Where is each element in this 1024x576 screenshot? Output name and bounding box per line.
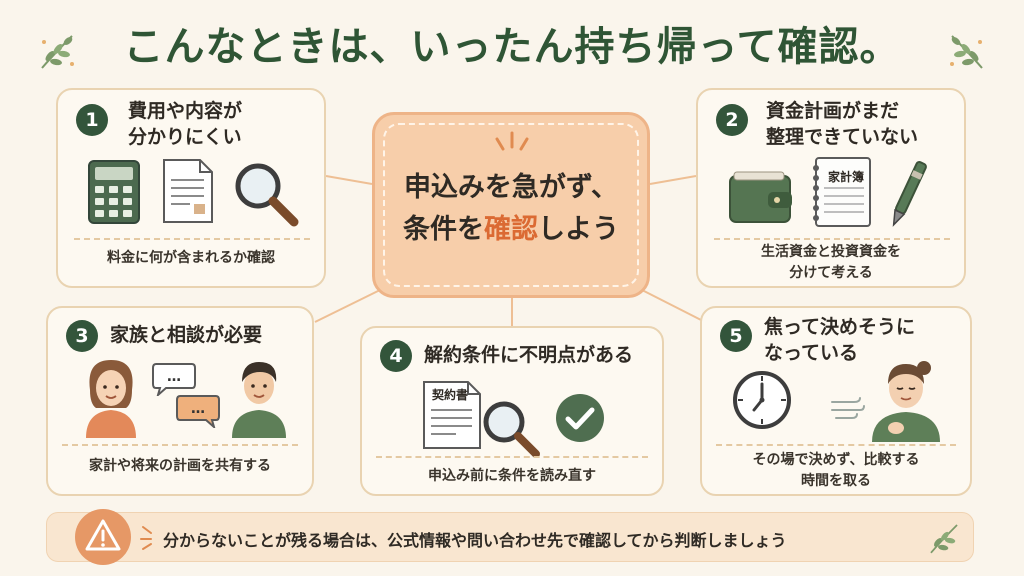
svg-text:…: …	[167, 369, 181, 385]
notebook-label: 家計簿	[828, 170, 865, 184]
leaf-sprig-icon	[41, 35, 74, 69]
card-title: 費用や内容が 分かりにくい	[128, 100, 243, 148]
clock-icon	[733, 371, 791, 429]
bottom-banner: 分からないことが残る場合は、公式情報や問い合わせ先で確認してから判断しましょう	[46, 509, 974, 565]
wind-icon	[831, 397, 865, 419]
check-circle-icon	[556, 394, 604, 442]
chat-bubble-icon: …	[176, 395, 220, 428]
card-caption: 生活資金と投資資金を 分けて考える	[761, 244, 901, 281]
document-label: 契約書	[432, 388, 469, 402]
banner-message: 分からないことが残る場合は、公式情報や問い合わせ先で確認してから判断しましょう	[163, 531, 787, 550]
card-divider	[74, 238, 310, 240]
center-accent-word: 確認	[484, 214, 538, 245]
chat-bubble-icon: …	[152, 363, 196, 396]
magnifier-icon	[483, 401, 540, 458]
center-message: 申込みを急がず、 条件を確認しよう	[403, 172, 619, 245]
card-cancellation-terms: 4 解約条件に不明点がある 契約書 申込み前に条件を読み直す	[360, 326, 664, 496]
calculator-icon	[88, 160, 140, 224]
card-number: 2	[716, 104, 748, 136]
card-caption: 家計や将来の計画を共有する	[89, 458, 271, 474]
card-divider	[716, 444, 956, 446]
sparkle-icon	[140, 526, 152, 550]
card-rushing-decision: 5 焦って決めそうに なっている その場で決めず、比較する 時間を取る	[700, 306, 972, 496]
leaf-sprig-icon	[950, 35, 983, 69]
card-number: 3	[66, 320, 98, 352]
card-caption: 料金に何が含まれるか確認	[107, 250, 275, 266]
magnifier-icon	[235, 163, 299, 227]
card-number: 4	[380, 340, 412, 372]
card-number: 5	[720, 320, 752, 352]
card-divider	[714, 238, 950, 240]
sparkle-icon	[495, 131, 529, 151]
pen-icon	[892, 161, 927, 227]
card-caption: その場で決めず、比較する 時間を取る	[752, 452, 920, 489]
card-divider	[376, 456, 648, 458]
center-inner-border	[383, 123, 639, 287]
card-title: 資金計画がまだ 整理できていない	[766, 100, 919, 148]
card-title: 解約条件に不明点がある	[424, 344, 634, 366]
wallet-icon	[729, 171, 792, 223]
card-title: 家族と相談が必要	[110, 324, 263, 346]
card-divider	[62, 444, 298, 446]
svg-text:…: …	[191, 401, 205, 417]
card-caption: 申込み前に条件を読み直す	[428, 468, 596, 484]
card-title: 焦って決めそうに なっている	[764, 316, 916, 364]
leaf-sprig-icon	[930, 524, 958, 554]
warning-icon	[75, 509, 131, 565]
center-message-box: 申込みを急がず、 条件を確認しよう	[372, 112, 650, 298]
page-title: こんなときは、いったん持ち帰って確認。	[123, 24, 901, 70]
card-family-consult: 3 家族と相談が必要 … … 家計や将来の計画を共有する	[46, 306, 314, 496]
notebook-icon	[813, 157, 871, 227]
card-number: 1	[76, 104, 108, 136]
woman-avatar	[86, 360, 136, 438]
document-icon	[163, 159, 213, 223]
man-avatar	[232, 362, 286, 438]
document-icon	[423, 381, 481, 449]
card-cost-unclear: 1 費用や内容が 分かりにくい 料金に何が含まれるか確認	[56, 88, 326, 288]
person-calm-avatar	[872, 361, 940, 442]
card-funding-plan: 2 資金計画がまだ 整理できていない 家計簿 生活資金と投資資金を 分けて考える	[696, 88, 966, 288]
